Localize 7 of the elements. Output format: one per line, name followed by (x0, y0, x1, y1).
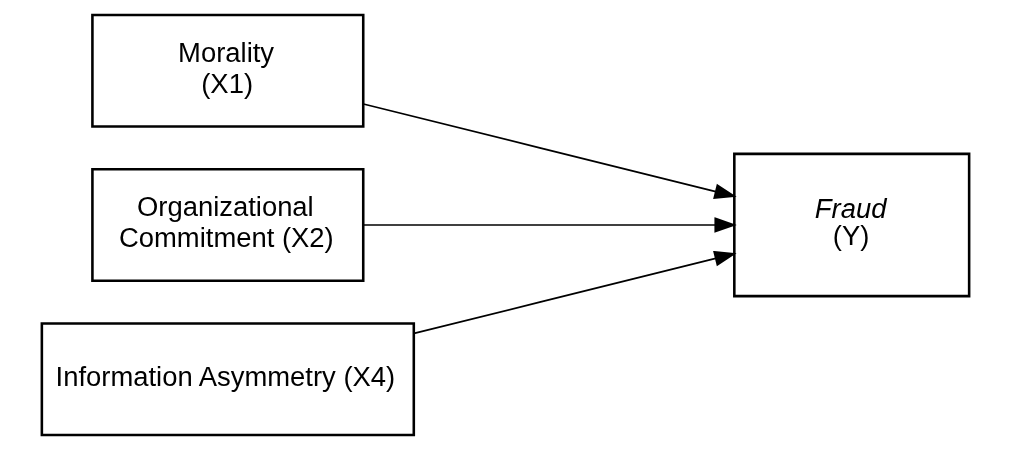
node-box: Organizational Commitment (X2) (91, 168, 365, 282)
arrow (413, 251, 737, 335)
node-box: Fraud (Y) (733, 152, 971, 298)
arrow (362, 217, 737, 233)
node-box: Morality (X1) (91, 13, 365, 128)
node-box: Information Asymmetry (X4) (40, 322, 416, 437)
arrow (362, 103, 737, 199)
